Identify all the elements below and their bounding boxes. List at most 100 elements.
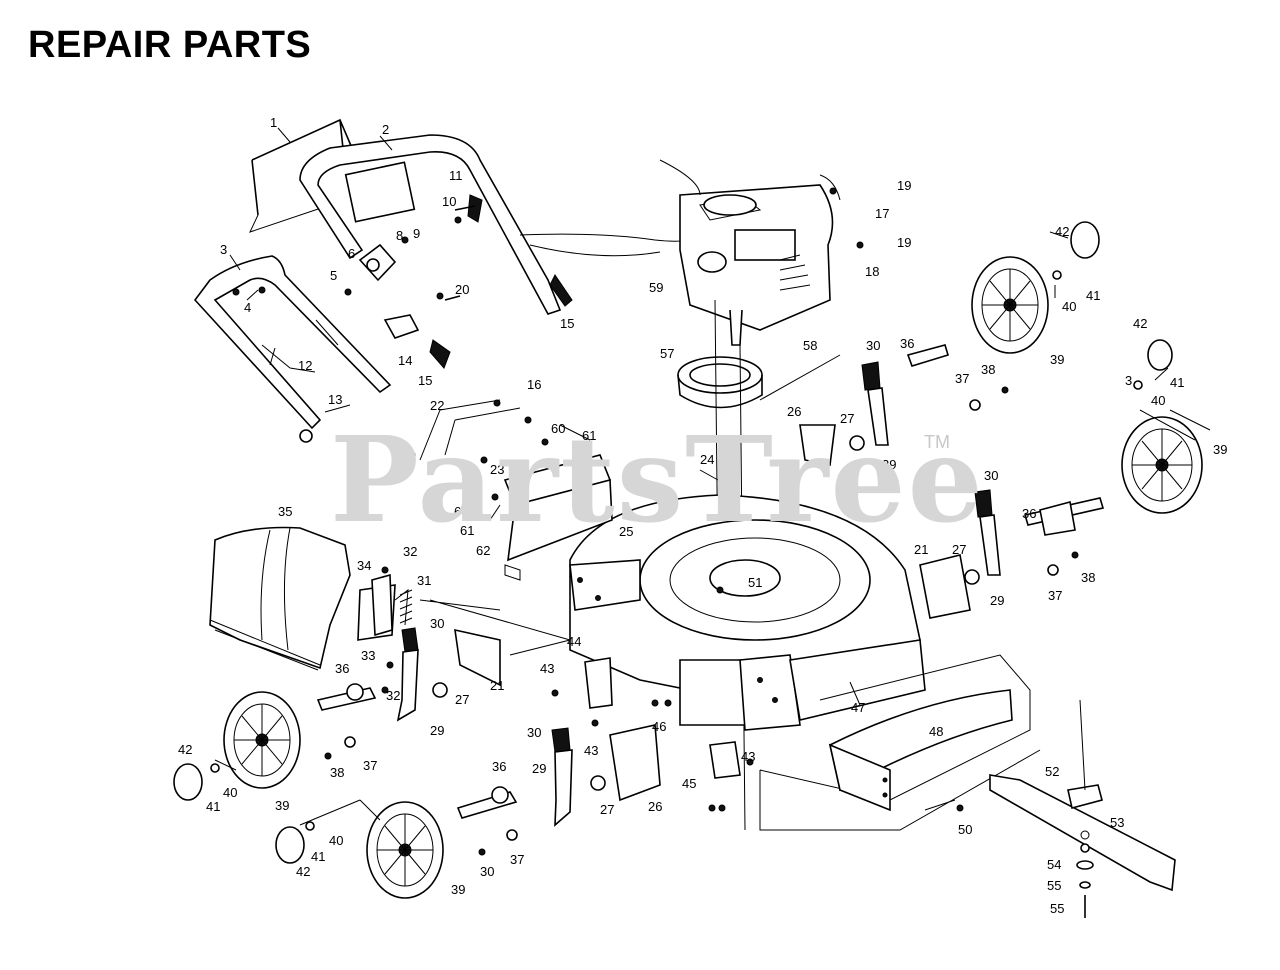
part-number-label: 43 [540, 661, 554, 676]
part-number-label: 30 [430, 616, 444, 631]
part-number-label: 26 [648, 799, 662, 814]
part-number-label: 60 [454, 504, 468, 519]
part-number-label: 21 [490, 678, 504, 693]
page-title: REPAIR PARTS [28, 24, 312, 66]
leader-lines [214, 127, 1211, 826]
hub-caps [173, 221, 1173, 864]
part-number-label: 21 [914, 542, 928, 557]
part-number-label: 62 [476, 543, 490, 558]
rear-deflector [828, 689, 1013, 812]
part-number-label: 36 [900, 336, 914, 351]
part-number-label: 2 [382, 122, 389, 137]
part-number-label: 30 [527, 725, 541, 740]
watermark-text: PartsTree [330, 410, 985, 549]
part-number-label: 47 [851, 700, 865, 715]
part-number-label: 16 [527, 377, 541, 392]
part-number-label: 17 [875, 206, 889, 221]
part-number-label: 37 [955, 371, 969, 386]
part-number-label: 48 [929, 724, 943, 739]
part-number-label: 42 [1055, 224, 1069, 239]
part-number-label: 32 [386, 688, 400, 703]
part-number-label: 27 [455, 692, 469, 707]
part-number-label: 42 [1133, 316, 1147, 331]
part-number-label: 36 [492, 759, 506, 774]
bracket-45 [709, 741, 741, 779]
part-number-label: 29 [430, 723, 444, 738]
part-number-label: 37 [1048, 588, 1062, 603]
part-number-label: 27 [600, 802, 614, 817]
part-number-label: 33 [361, 648, 375, 663]
part-number-label: 30 [480, 864, 494, 879]
part-number-label: 36 [335, 661, 349, 676]
engine-adapter-ring [677, 356, 763, 409]
part-number-label: 27 [952, 542, 966, 557]
axles [316, 344, 1105, 819]
spring-31 [399, 589, 413, 624]
part-number-label: 30 [984, 468, 998, 483]
part-number-label: 13 [328, 392, 342, 407]
part-number-label: 44 [567, 634, 581, 649]
part-number-label: 61 [582, 428, 596, 443]
part-number-label: 40 [1151, 393, 1165, 408]
part-number-label: 60 [551, 421, 565, 436]
part-number-label: 43 [584, 743, 598, 758]
fasteners [210, 187, 1143, 856]
part-number-label: 55 [1050, 901, 1064, 916]
part-number-label: 18 [865, 264, 879, 279]
part-number-label: 10 [442, 194, 456, 209]
part-number-label: 23 [490, 462, 504, 477]
part-number-label: 41 [206, 799, 220, 814]
part-number-label: 54 [1047, 857, 1061, 872]
part-number-label: 59 [649, 280, 663, 295]
wheel-front-left [223, 691, 301, 789]
part-number-label: 58 [803, 338, 817, 353]
part-number-label: 39 [1050, 352, 1064, 367]
part-number-label: 20 [455, 282, 469, 297]
part-number-label: 32 [403, 544, 417, 559]
part-number-label: 46 [652, 719, 666, 734]
part-number-label: 9 [413, 226, 420, 241]
part-number-label: 38 [1081, 570, 1095, 585]
part-number-label: 29 [882, 457, 896, 472]
part-number-label: 53 [1110, 815, 1124, 830]
part-number-label: 36 [1022, 506, 1036, 521]
part-number-label: 31 [417, 573, 431, 588]
control-cable-2 [529, 244, 661, 257]
part-number-label: 19 [897, 235, 911, 250]
upper-handle [299, 134, 573, 315]
part-number-label: 39 [275, 798, 289, 813]
height-adjuster-rear-left [551, 724, 661, 827]
height-adjuster-rear-right [919, 489, 1001, 619]
mower-deck [569, 494, 926, 731]
part-number-label: 4 [244, 300, 251, 315]
height-adjuster-front-left [396, 627, 501, 722]
part-number-label: 24 [700, 452, 714, 467]
part-number-label: 35 [278, 504, 292, 519]
part-number-label: 50 [958, 822, 972, 837]
part-number-label: 1 [270, 115, 277, 130]
part-number-label: 15 [560, 316, 574, 331]
part-number-label: 43 [741, 749, 755, 764]
part-number-label: 34 [357, 558, 371, 573]
wheel-front-right [971, 256, 1049, 354]
part-number-label: 14 [398, 353, 412, 368]
part-number-label: 40 [329, 833, 343, 848]
control-cable [519, 229, 706, 242]
lower-handle [193, 255, 392, 443]
watermark-trademark: TM [924, 432, 950, 452]
part-number-label: 39 [451, 882, 465, 897]
part-number-label: 39 [1213, 442, 1227, 457]
part-number-label: 41 [311, 849, 325, 864]
blade [989, 774, 1176, 918]
part-number-label: 12 [298, 358, 312, 373]
part-number-label: 38 [330, 765, 344, 780]
part-number-label: 38 [981, 362, 995, 377]
part-number-label: 55 [1047, 878, 1061, 893]
part-number-label: 26 [787, 404, 801, 419]
part-number-label: 25 [619, 524, 633, 539]
grass-bag [209, 526, 351, 671]
engine [659, 159, 841, 346]
part-number-label: 40 [223, 785, 237, 800]
